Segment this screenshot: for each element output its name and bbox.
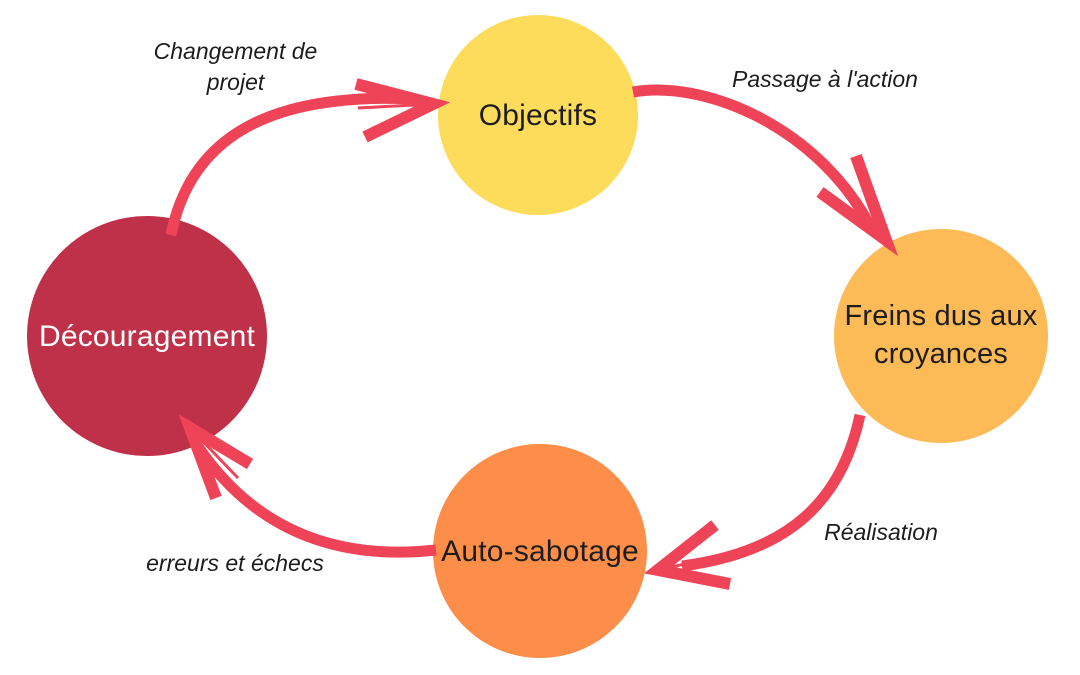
node-auto-sabotage-label: Auto-sabotage: [441, 534, 639, 568]
edge-label-realisation: Réalisation: [824, 519, 938, 545]
node-freins-dus-aux-croyances-label: Freins dus aux croyances: [844, 300, 1038, 370]
arrow-head-icon: [644, 520, 732, 590]
arrow-shaft: [192, 441, 437, 558]
edge-label-changement-de-projet: Changement de projet: [153, 38, 318, 96]
arrow-head-detail: [844, 185, 888, 241]
arrow-head-detail: [357, 102, 434, 110]
node-objectifs: Objectifs: [438, 15, 638, 215]
arrow-decouragement-to-objectifs: [165, 78, 451, 237]
arrow-head-detail: [657, 555, 717, 572]
arrow-head-icon: [816, 153, 899, 257]
node-decouragement-label: Découragement: [38, 319, 256, 353]
node-decouragement: Découragement: [27, 216, 267, 456]
node-objectifs-label: Objectifs: [478, 98, 598, 132]
arrow-auto-sabotage-to-decouragement: [178, 414, 437, 558]
arrow-shaft: [632, 84, 873, 225]
arrow-freins-to-auto-sabotage: [644, 413, 866, 590]
arrow-head-icon: [354, 78, 451, 143]
edge-label-erreurs-et-echecs: erreurs et échecs: [146, 550, 324, 576]
node-freins-dus-aux-croyances: Freins dus aux croyances: [834, 229, 1048, 443]
node-auto-sabotage: Auto-sabotage: [433, 444, 647, 658]
arrow-objectifs-to-freins: [632, 84, 899, 257]
arrow-shaft: [165, 92, 416, 237]
edge-label-passage-a-l-action: Passage à l'action: [732, 66, 918, 92]
